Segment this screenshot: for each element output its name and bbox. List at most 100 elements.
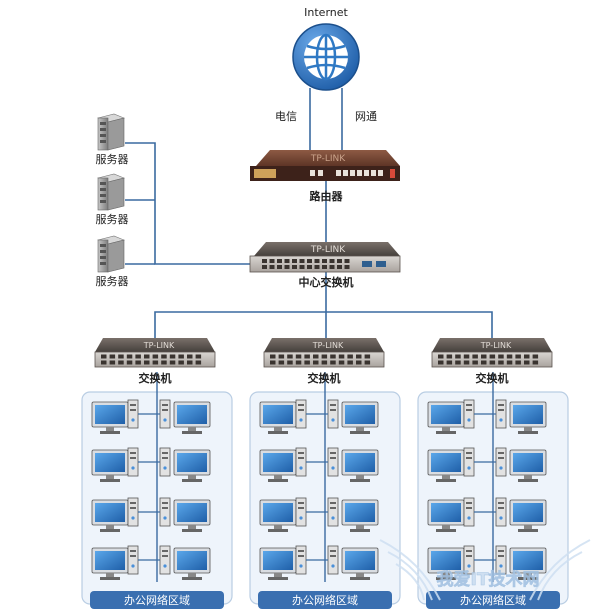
desktop-pc-icon: [327, 447, 379, 482]
switch-port: [292, 259, 297, 263]
switch-port: [299, 259, 305, 263]
switch-port: [284, 265, 290, 269]
switch-port: [269, 265, 275, 269]
access-switch-label: 交换机: [476, 371, 509, 385]
zone-title: 办公网络区域: [124, 593, 190, 607]
switch-port: [161, 360, 167, 365]
switch-port: [304, 360, 310, 365]
switch-port: [187, 354, 193, 359]
desktop-pc-icon: [327, 545, 379, 580]
switch-port: [109, 354, 116, 359]
uplink-port: [376, 261, 386, 267]
server-label: 服务器: [96, 213, 129, 226]
access-switch-brand: TP-LINK: [143, 341, 175, 350]
switch-port: [314, 259, 320, 263]
switch-port: [118, 360, 124, 365]
switch-port: [270, 354, 276, 359]
server-label: 服务器: [96, 153, 129, 166]
switch-port: [278, 360, 285, 365]
office-zone: 办公网络区域: [249, 372, 401, 609]
switch-port: [126, 354, 133, 359]
server-icon: [97, 113, 125, 151]
office-zones: 办公网络区域办公网络区域办公网络区域: [81, 372, 569, 609]
router: TP-LINK 路由器: [250, 150, 400, 203]
watermark-wings-icon: [379, 539, 591, 601]
switch-port: [515, 360, 521, 365]
switch-port: [322, 265, 327, 269]
switch-port: [463, 354, 470, 359]
workstation: [259, 447, 307, 482]
desktop-pc-icon: [91, 399, 139, 434]
switch-port: [481, 354, 487, 359]
workstation: [495, 545, 547, 580]
switch-port: [169, 354, 176, 359]
switch-port: [463, 360, 470, 365]
desktop-pc-icon: [427, 399, 475, 434]
link-server-bus: [125, 142, 250, 265]
desktop-pc-icon: [259, 399, 307, 434]
desktop-pc-icon: [495, 447, 547, 482]
switch-port: [262, 259, 267, 263]
switch-port: [295, 354, 302, 359]
desktop-pc-icon: [259, 545, 307, 580]
desktop-pc-icon: [427, 497, 475, 532]
desktop-pc-icon: [159, 545, 211, 580]
desktop-pc-icon: [259, 447, 307, 482]
zone-title-bar: [90, 591, 224, 609]
internet-node: Internet: [292, 6, 360, 91]
switch-port: [144, 360, 150, 365]
switch-port: [118, 354, 124, 359]
switch-port: [364, 354, 371, 359]
switch-port: [161, 354, 167, 359]
desktop-pc-icon: [327, 399, 379, 434]
workstation: [427, 399, 475, 434]
switch-port: [304, 354, 310, 359]
workstation: [159, 545, 211, 580]
switch-port: [481, 360, 487, 365]
link-access-bus: [154, 311, 493, 338]
watermark-text: 我爱IT技术网: [437, 569, 540, 590]
workstation: [327, 545, 379, 580]
desktop-pc-icon: [427, 447, 475, 482]
desktop-pc-icon: [159, 497, 211, 532]
access-switch-label: 交换机: [308, 371, 341, 385]
switch-port: [277, 259, 282, 263]
desktop-pc-icon: [91, 447, 139, 482]
switch-port: [287, 354, 293, 359]
switch-icon: [94, 338, 216, 368]
server: 服务器: [96, 173, 129, 226]
switch-port: [524, 360, 530, 365]
switch-port: [109, 360, 116, 365]
switch-port: [101, 360, 107, 365]
switch-port: [337, 259, 342, 263]
workstation: [427, 447, 475, 482]
switch-port: [472, 354, 478, 359]
switch-port: [337, 265, 342, 269]
switch-port: [506, 354, 513, 359]
switch-port: [532, 354, 539, 359]
switch-port: [515, 354, 521, 359]
switch-port: [135, 354, 141, 359]
workstation: [91, 447, 139, 482]
switch-port: [292, 265, 297, 269]
zone-title-bar: [258, 591, 392, 609]
switch-port: [101, 354, 107, 359]
switch-port: [347, 360, 353, 365]
switch-port: [330, 354, 336, 359]
switch-port: [126, 360, 133, 365]
workstation: [495, 497, 547, 532]
switch-port: [364, 360, 371, 365]
network-links: [125, 88, 493, 338]
switch-port: [446, 354, 453, 359]
desktop-pc-icon: [495, 545, 547, 580]
workstation: [327, 399, 379, 434]
switch-port: [277, 265, 282, 269]
switch-port: [330, 360, 336, 365]
switch-port: [187, 360, 193, 365]
switch-port: [489, 354, 496, 359]
zone-title: 办公网络区域: [292, 593, 358, 607]
workstation: [159, 447, 211, 482]
